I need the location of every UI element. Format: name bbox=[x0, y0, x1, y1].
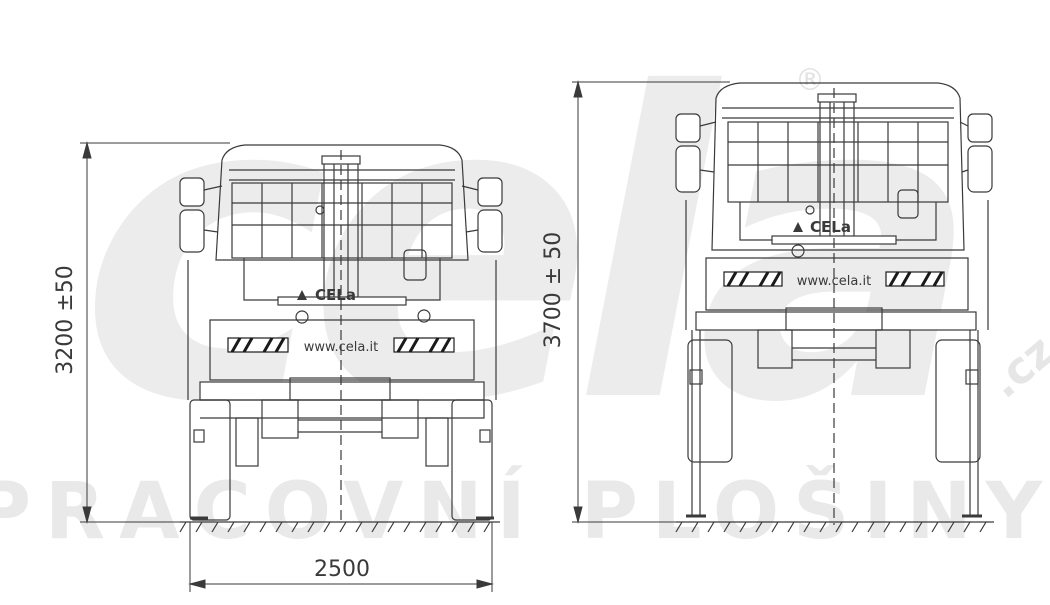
brand-logo-text: CELa bbox=[315, 286, 356, 304]
mirror-left bbox=[179, 177, 223, 253]
hazard-plate-left bbox=[723, 271, 783, 287]
truck-right: CELa www.cela.it bbox=[675, 82, 994, 533]
cab-outline bbox=[711, 82, 965, 251]
front-bumper bbox=[695, 311, 977, 331]
watermark-bottom-text: PRACOVNÍ PLOŠINY bbox=[0, 465, 1050, 557]
width-label: 2500 bbox=[314, 557, 370, 582]
ground-line bbox=[179, 521, 500, 533]
watermark-domain-suffix: .cz bbox=[979, 325, 1050, 408]
watermark-registered-mark: ® bbox=[795, 63, 825, 98]
brand-logo-left: CELa bbox=[297, 286, 356, 304]
brand-logo-right: CELa bbox=[793, 218, 851, 236]
mirror-right bbox=[959, 113, 993, 193]
cab-outline bbox=[215, 144, 469, 261]
cab-window-frame bbox=[727, 121, 949, 203]
basket-bar bbox=[277, 296, 407, 306]
width-dimension bbox=[188, 522, 494, 592]
front-panel bbox=[209, 319, 475, 381]
front-panel bbox=[705, 257, 969, 311]
brand-logo-text: CELa bbox=[810, 218, 851, 236]
height-dimension-right bbox=[572, 80, 730, 524]
height-label-right: 3700 ± 50 bbox=[541, 232, 566, 348]
mirror-left bbox=[675, 113, 717, 193]
wheel-left bbox=[687, 339, 733, 463]
axle-assembly bbox=[235, 399, 449, 467]
hazard-plate-left bbox=[227, 337, 289, 353]
outrigger-feet bbox=[190, 429, 494, 520]
height-label-left: 3200 ±50 bbox=[53, 265, 78, 374]
front-bumper bbox=[199, 381, 485, 401]
cab-window-frame bbox=[231, 182, 453, 259]
hazard-plate-right bbox=[885, 271, 945, 287]
height-dimension-left bbox=[80, 141, 230, 524]
truck-left: CELa www.cela.it bbox=[179, 144, 503, 533]
ground-line bbox=[675, 521, 994, 533]
wheel-right bbox=[451, 399, 493, 521]
mirror-right bbox=[461, 177, 503, 253]
outrigger-legs bbox=[686, 330, 982, 518]
wheel-left bbox=[189, 399, 231, 521]
wheel-right bbox=[935, 339, 981, 463]
url-text-right: www.cela.it bbox=[797, 274, 871, 289]
hazard-plate-right bbox=[393, 337, 455, 353]
